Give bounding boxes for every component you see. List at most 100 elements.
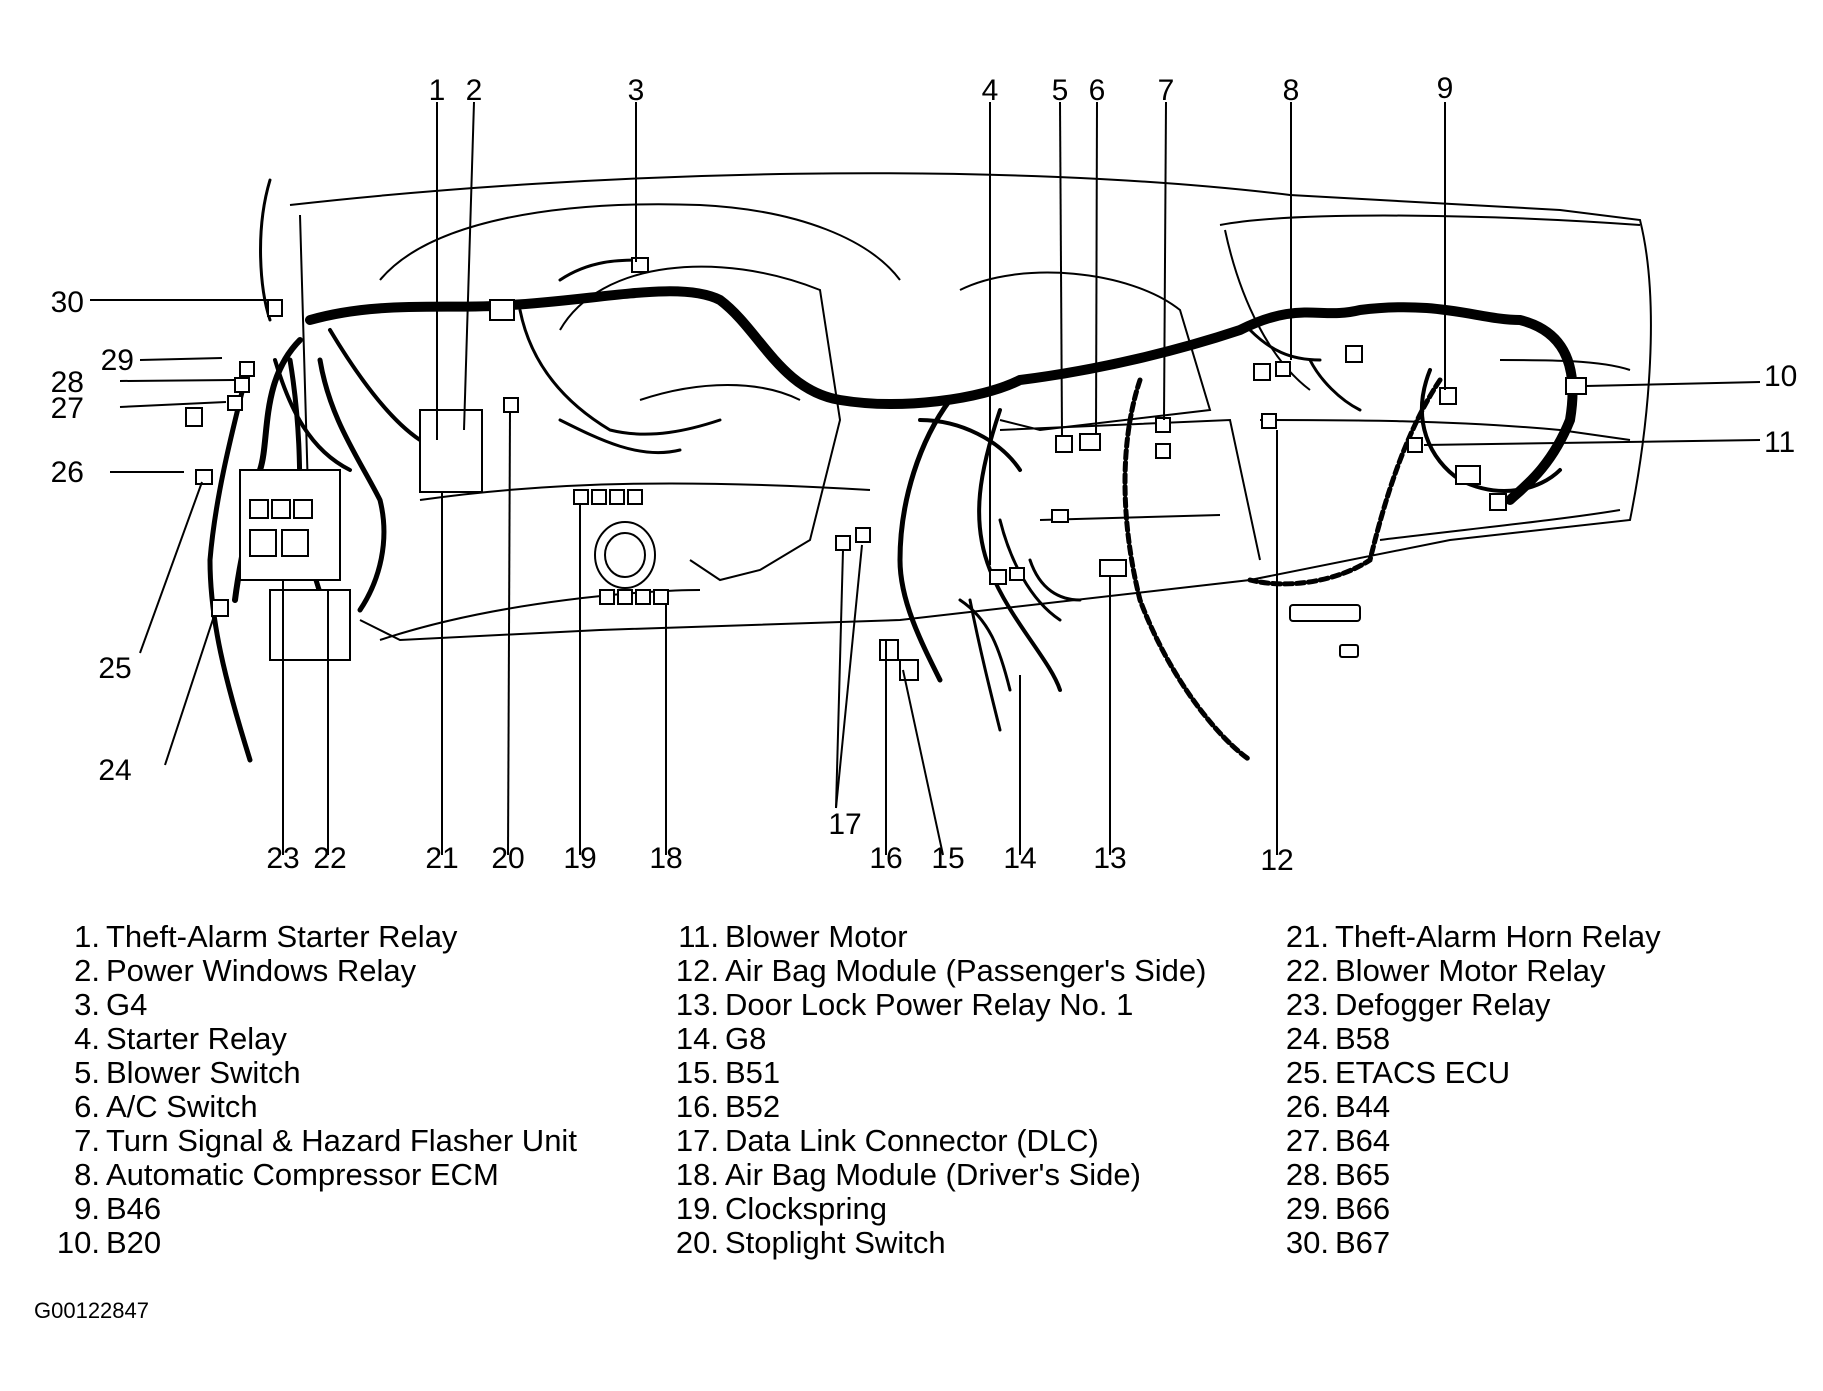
legend-item: 2.Power Windows Relay — [40, 954, 577, 988]
legend-number: 16. — [675, 1089, 719, 1124]
legend-text: Blower Motor Relay — [1335, 953, 1606, 988]
legend-item: 13.Door Lock Power Relay No. 1 — [655, 988, 1206, 1022]
callout-3: 3 — [628, 74, 645, 107]
legend-item: 4.Starter Relay — [40, 1022, 577, 1056]
dashboard-outline — [289, 172, 1652, 658]
legend-item: 20.Stoplight Switch — [655, 1226, 1206, 1260]
callout-23: 23 — [266, 842, 299, 875]
legend-text: Starter Relay — [106, 1021, 287, 1056]
legend-text: Theft-Alarm Horn Relay — [1335, 919, 1661, 954]
leader-lines — [90, 101, 1761, 856]
legend-text: B20 — [106, 1225, 162, 1260]
legend-text: ETACS ECU — [1335, 1055, 1511, 1090]
legend-text: Automatic Compressor ECM — [106, 1157, 499, 1192]
callout-14: 14 — [1003, 842, 1036, 875]
legend-item: 19.Clockspring — [655, 1192, 1206, 1226]
legend-item: 9.B46 — [40, 1192, 577, 1226]
callout-25: 25 — [98, 652, 131, 685]
legend-item: 16.B52 — [655, 1090, 1206, 1124]
legend-text: A/C Switch — [106, 1089, 258, 1124]
callout-labels: 1 2 3 4 5 6 7 8 9 10 11 12 13 14 15 16 1… — [51, 72, 1798, 877]
callout-29: 29 — [101, 344, 134, 377]
callout-12: 12 — [1260, 844, 1293, 877]
legend-text: Turn Signal & Hazard Flasher Unit — [106, 1123, 577, 1158]
callout-24: 24 — [98, 754, 131, 787]
callout-4: 4 — [982, 74, 999, 107]
callout-30: 30 — [51, 286, 84, 319]
legend-item: 28.B65 — [1265, 1158, 1661, 1192]
legend-item: 22.Blower Motor Relay — [1265, 954, 1661, 988]
callout-28: 28 — [51, 366, 84, 399]
legend-text: Data Link Connector (DLC) — [725, 1123, 1099, 1158]
legend-text: Blower Motor — [725, 919, 908, 954]
legend-text: G4 — [106, 987, 148, 1022]
legend-number: 17. — [675, 1123, 719, 1158]
callout-11: 11 — [1764, 426, 1795, 459]
legend-number: 10. — [56, 1225, 100, 1260]
legend-number: 11. — [678, 919, 719, 954]
legend-item: 10.B20 — [40, 1226, 577, 1260]
callout-13: 13 — [1093, 842, 1126, 875]
legend-number: 29. — [1285, 1191, 1329, 1226]
legend-column-1: 1.Theft-Alarm Starter Relay 2.Power Wind… — [40, 920, 577, 1260]
legend-text: Power Windows Relay — [106, 953, 417, 988]
callout-5: 5 — [1052, 74, 1069, 107]
legend-item: 12.Air Bag Module (Passenger's Side) — [655, 954, 1207, 988]
legend-number: 28. — [1285, 1157, 1329, 1192]
wire-harness — [207, 178, 1578, 763]
legend-item: 25.ETACS ECU — [1265, 1056, 1661, 1090]
legend-number: 8. — [74, 1157, 100, 1192]
callout-9: 9 — [1437, 72, 1454, 105]
legend-number: 13. — [675, 987, 719, 1022]
legend-text: B66 — [1335, 1191, 1391, 1226]
legend-item: 18.Air Bag Module (Driver's Side) — [655, 1158, 1206, 1192]
legend-text: B44 — [1335, 1089, 1391, 1124]
legend-item: 23.Defogger Relay — [1265, 988, 1661, 1022]
legend-number: 2. — [74, 953, 100, 988]
legend-item: 30.B67 — [1265, 1226, 1661, 1260]
legend-item: 8.Automatic Compressor ECM — [40, 1158, 577, 1192]
legend-text: Door Lock Power Relay No. 1 — [725, 987, 1134, 1022]
callout-27: 27 — [51, 392, 84, 425]
legend-number: 15. — [675, 1055, 719, 1090]
legend-item: 17.Data Link Connector (DLC) — [655, 1124, 1206, 1158]
legend-item: 1.Theft-Alarm Starter Relay — [40, 920, 577, 954]
legend-text: Stoplight Switch — [725, 1225, 946, 1260]
legend-text: Air Bag Module (Driver's Side) — [725, 1157, 1141, 1192]
legend-text: Clockspring — [725, 1191, 887, 1226]
legend-item: 21.Theft-Alarm Horn Relay — [1265, 920, 1661, 954]
wiring-harness-diagram: 1 2 3 4 5 6 7 8 9 10 11 12 13 14 15 16 1… — [51, 72, 1798, 877]
legend-item: 29.B66 — [1265, 1192, 1661, 1226]
legend-item: 11.Blower Motor — [655, 920, 1206, 954]
legend-item: 24.B58 — [1265, 1022, 1661, 1056]
legend-number: 14. — [675, 1021, 719, 1056]
legend-number: 23. — [1285, 987, 1329, 1022]
legend-number: 7. — [74, 1123, 100, 1158]
legend-item: 3.G4 — [40, 988, 577, 1022]
legend-text: B58 — [1335, 1021, 1391, 1056]
legend-number: 18. — [675, 1157, 719, 1192]
legend-item: 5.Blower Switch — [40, 1056, 577, 1090]
callout-16: 16 — [869, 842, 902, 875]
legend-number: 25. — [1285, 1055, 1329, 1090]
legend-text: B52 — [725, 1089, 781, 1124]
callout-17: 17 — [828, 808, 861, 841]
callout-8: 8 — [1283, 74, 1300, 107]
legend-text: B65 — [1335, 1157, 1391, 1192]
legend-text: G8 — [725, 1021, 767, 1056]
callout-15: 15 — [931, 842, 964, 875]
legend-item: 14.G8 — [655, 1022, 1206, 1056]
legend-number: 9. — [74, 1191, 100, 1226]
legend-item: 7.Turn Signal & Hazard Flasher Unit — [40, 1124, 577, 1158]
legend-number: 5. — [74, 1055, 100, 1090]
callout-21: 21 — [425, 842, 458, 875]
legend-number: 3. — [74, 987, 100, 1022]
callout-22: 22 — [313, 842, 346, 875]
legend-number: 1. — [74, 919, 100, 954]
legend-item: 27.B64 — [1265, 1124, 1661, 1158]
legend-column-2: 11.Blower Motor 12.Air Bag Module (Passe… — [655, 920, 1207, 1260]
legend-text: B67 — [1335, 1225, 1391, 1260]
legend-text: Defogger Relay — [1335, 987, 1551, 1022]
legend-item: 15.B51 — [655, 1056, 1206, 1090]
legend-number: 26. — [1285, 1089, 1329, 1124]
